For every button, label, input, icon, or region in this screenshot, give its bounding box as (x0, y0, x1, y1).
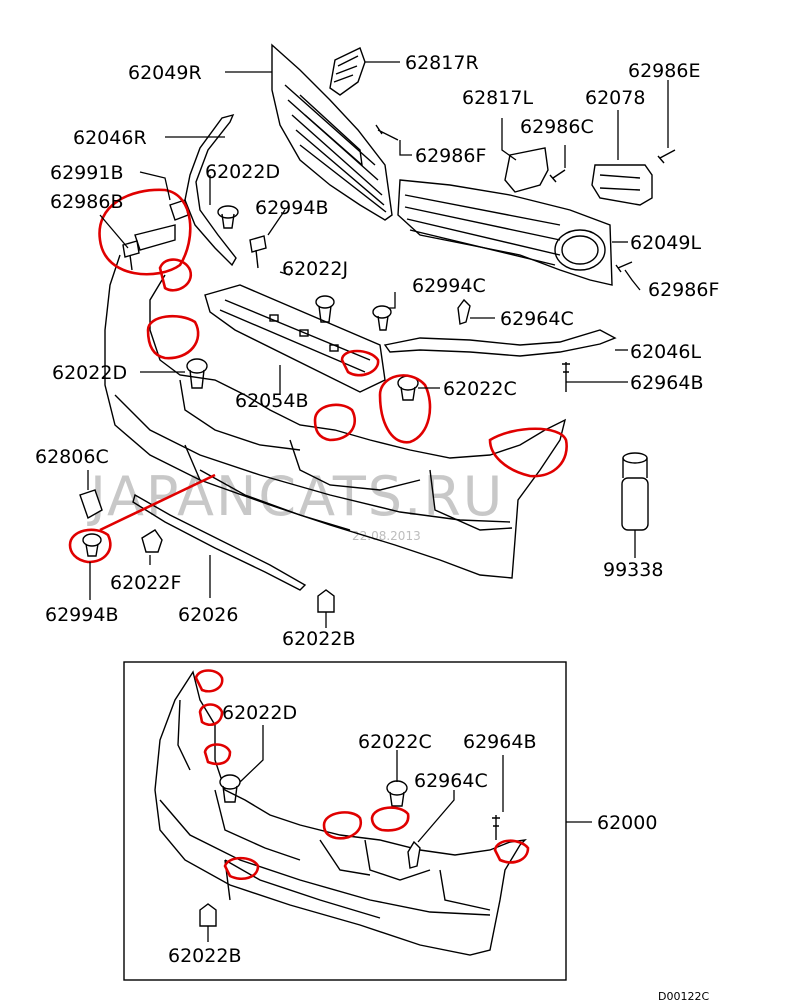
bracket-62046R (184, 113, 237, 267)
label-62046R: 62046R (73, 127, 147, 149)
strip-62046L (383, 329, 617, 357)
emblem-62817L (504, 147, 549, 193)
label-62049R: 62049R (128, 62, 202, 84)
red-circle-tab-1 (158, 258, 193, 292)
label-62986F-top: 62986F (415, 145, 486, 167)
label-62026: 62026 (178, 604, 238, 626)
red-circle-62054B (340, 349, 380, 377)
red-circle-inset-3 (203, 743, 232, 766)
label-62054B: 62054B (235, 390, 308, 412)
grille-62049R (271, 43, 393, 221)
screw-62994B-bottom (82, 533, 102, 557)
bumper-main (104, 254, 567, 579)
red-circle-inset-5 (370, 806, 410, 832)
grille-62049L (397, 179, 613, 286)
label-62022D-top: 62022D (205, 161, 280, 183)
label-62022C-mid: 62022C (443, 378, 517, 400)
red-circle-tab-right (488, 427, 568, 478)
label-62049L: 62049L (630, 232, 701, 254)
label-62986F-right: 62986F (648, 279, 719, 301)
red-circle-inset-4 (322, 811, 363, 840)
label-62994B-bottom: 62994B (45, 604, 118, 626)
clip-62022B-top (317, 589, 335, 613)
diagram-code: D00122C (658, 990, 709, 1003)
label-62022C-inset: 62022C (358, 731, 432, 753)
label-62078: 62078 (585, 87, 645, 109)
label-62022D-mid: 62022D (52, 362, 127, 384)
screw-62986F-right (615, 261, 633, 273)
label-62022B-top: 62022B (282, 628, 355, 650)
label-62964C-inset: 62964C (414, 770, 488, 792)
red-circle-62994B-bottom (68, 528, 112, 564)
red-circle-inset-7 (223, 856, 260, 880)
label-62986B: 62986B (50, 191, 123, 213)
label-62022B-inset: 62022B (168, 945, 241, 967)
screw-62986C-top (549, 169, 566, 183)
red-circle-62986B (98, 188, 192, 276)
label-62991B: 62991B (50, 162, 123, 184)
clip-62022D-inset (219, 774, 241, 803)
red-circle-inset-6 (493, 839, 530, 864)
clip-62022D-mid (186, 358, 208, 389)
red-circle-tab-3 (313, 403, 357, 442)
label-62986E: 62986E (628, 60, 700, 82)
label-62046L: 62046L (630, 341, 701, 363)
clip-62022F (141, 529, 163, 553)
label-62022J: 62022J (282, 258, 348, 280)
clip-62964C-top (457, 298, 471, 325)
label-62022D-inset: 62022D (222, 702, 297, 724)
watermark: JAPANCATS.RU (87, 465, 504, 528)
red-circle-tab-2 (146, 314, 200, 360)
label-62000: 62000 (597, 812, 657, 834)
screw-62986E (657, 149, 676, 164)
touchup-99338 (621, 452, 649, 531)
clip-62964B-top (562, 362, 570, 392)
inset-frame (123, 661, 567, 981)
label-62964B-top: 62964B (630, 372, 703, 394)
date-stamp: 22.08.2013 (352, 529, 421, 543)
clip-62022J (315, 295, 335, 323)
red-circle-inset-2 (198, 703, 224, 726)
screw-62994B-top (249, 235, 267, 269)
clip-62022B-inset (199, 903, 217, 927)
label-62817L: 62817L (462, 87, 533, 109)
label-62817R: 62817R (405, 52, 479, 74)
beam-62054B (204, 284, 386, 393)
clip-62806C (79, 489, 103, 520)
label-62986C-top: 62986C (520, 116, 594, 138)
red-circle-62022C (378, 374, 432, 444)
red-circle-inset-1 (194, 669, 224, 693)
clip-62022C-mid (397, 375, 419, 401)
label-62022F: 62022F (110, 572, 181, 594)
clip-62022C-inset (386, 780, 408, 807)
screw-62994C (372, 305, 392, 331)
clip-62022D-top (217, 205, 239, 229)
clip-62964C-inset (407, 840, 421, 869)
bracket-62078 (591, 164, 653, 206)
label-62994C: 62994C (412, 275, 486, 297)
label-99338: 99338 (603, 559, 663, 581)
strip-62026 (132, 493, 307, 591)
screw-62986F-top (375, 124, 399, 141)
label-62964C-top: 62964C (500, 308, 574, 330)
screw-62986B (122, 240, 140, 271)
clip-62964B-inset (492, 815, 500, 840)
label-62964B-inset: 62964B (463, 731, 536, 753)
label-62994B-top: 62994B (255, 197, 328, 219)
red-line-62994B (99, 473, 216, 532)
emblem-62817R (329, 47, 366, 96)
label-62806C: 62806C (35, 446, 109, 468)
